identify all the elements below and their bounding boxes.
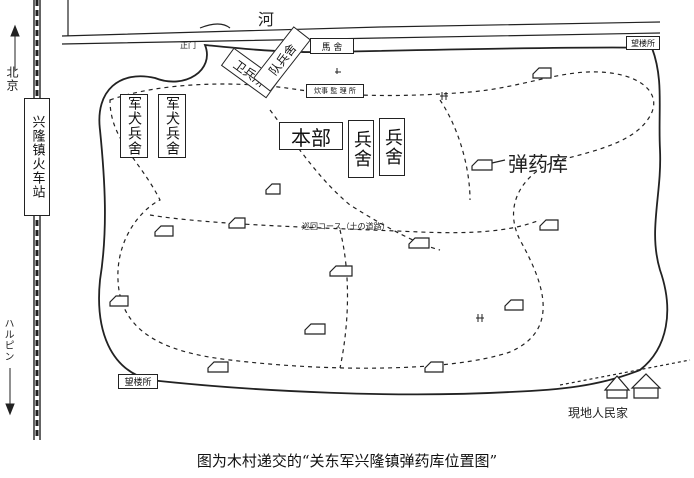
depot-hut-icon: [471, 159, 493, 171]
depot-hut-icon: [207, 361, 229, 373]
south-arrow-icon: [5, 368, 15, 416]
depot-hut-icons: [109, 67, 559, 373]
depot-hut-icon: [532, 67, 552, 79]
north-label: 北京: [5, 66, 19, 92]
depot-hut-icon: [424, 361, 444, 373]
ammo-depot-pointer: [491, 159, 506, 164]
depot-hut-icon: [154, 225, 174, 237]
barracks-building-1: 兵舍: [348, 120, 374, 178]
depot-hut-icon: [304, 323, 326, 335]
depot-hut-icon: [265, 183, 281, 195]
residence-houses: [603, 373, 662, 399]
depot-hut-icon: [408, 237, 430, 249]
office-building: 炊事 監 理 所: [306, 84, 364, 98]
compound-outer-fence: [98, 43, 669, 396]
figure-caption: 图为木村递交的“关东军兴隆镇弹药库位置图”: [196, 452, 498, 470]
road-bottom-right: [559, 359, 691, 386]
railway-line: [33, 0, 41, 440]
ammo-depot-label: 弹药库: [508, 152, 568, 176]
residence-label: 現地人民家: [568, 406, 629, 420]
depot-hut-icon: [504, 299, 524, 311]
inspection-path: [109, 71, 655, 369]
headquarters-building: 本部: [279, 122, 343, 150]
depot-hut-icon: [329, 265, 353, 277]
military-dog-barracks-1: 军犬兵舍: [120, 94, 148, 158]
military-dog-barracks-2: 军犬兵舍: [158, 94, 186, 158]
barracks-building-2: 兵舍: [379, 118, 405, 176]
tree-marks: [335, 68, 484, 322]
depot-hut-icon: [109, 295, 129, 307]
river-label: 河: [258, 10, 275, 29]
depot-hut-icon: [228, 217, 246, 229]
north-arrow-icon: [10, 24, 20, 70]
inspection-path-label: 巡回コース（土の道路）: [302, 222, 390, 231]
watchtower-bottom-left: 望楼所: [118, 374, 158, 389]
river: [61, 0, 661, 45]
watchtower-top-right: 望楼所: [626, 36, 660, 50]
south-label: ハルピン: [2, 318, 13, 362]
depot-hut-icon: [539, 219, 559, 231]
horse-shed-top: 馬 舍: [310, 38, 354, 54]
station-label: 兴隆镇火车站: [24, 98, 50, 216]
depot-location-map: [5, 0, 691, 440]
inspection-path-inner: [149, 99, 541, 369]
gate-label: 正门: [180, 41, 196, 50]
